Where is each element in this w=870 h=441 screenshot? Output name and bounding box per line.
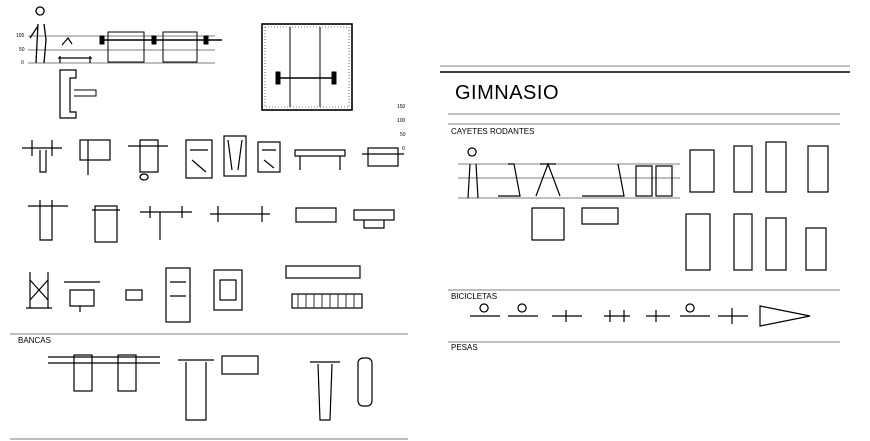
scale-left-tick: 50: [19, 47, 25, 53]
scale-left-tick: 100: [16, 33, 25, 39]
machine-plan-below-strip: [59, 69, 97, 119]
scale-right-tick: 50: [400, 132, 406, 138]
treadmill-elevations: [467, 147, 673, 241]
equipment-row-1: [22, 135, 404, 181]
bench-row: [10, 333, 408, 440]
section-label-pesas: PESAS: [451, 343, 478, 352]
page-title: GIMNASIO: [455, 82, 560, 104]
section-label-cayetes: CAYETES RODANTES: [451, 127, 535, 136]
scale-right-tick: 150: [397, 104, 406, 110]
scale-left-tick: 0: [21, 60, 24, 66]
equipment-row-3: [26, 265, 363, 323]
right-sheet-rules: [440, 65, 850, 343]
scale-right-tick: 0: [402, 146, 405, 152]
section-label-bancas: BANCAS: [18, 336, 51, 345]
equipment-row-2: [28, 200, 395, 243]
scale-right-tick: 100: [397, 118, 406, 124]
elevation-strip-top-left: [28, 6, 222, 64]
treadmill-plans: [685, 141, 829, 271]
platform-plan: [261, 23, 353, 111]
bicycle-row: [470, 303, 811, 327]
section-label-bicicletas: BICICLETAS: [451, 292, 498, 301]
